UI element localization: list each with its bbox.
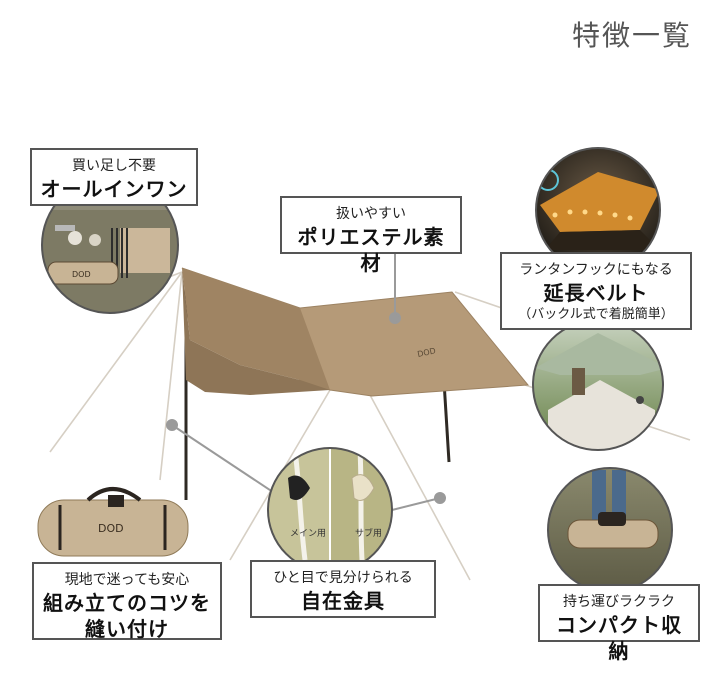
sub-use-label: サブ用 — [355, 527, 382, 539]
night-lantern-photo — [536, 148, 660, 272]
callout-compact: 持ち運びラクラク コンパクト収納 — [538, 584, 700, 663]
carry-bag-photo — [548, 468, 672, 592]
callout-fittings: ひと目で見分けられる 自在金具 — [250, 560, 436, 618]
callout-belt-note: （バックル式で着脱簡単） — [518, 307, 674, 322]
callout-polyester-sub: 扱いやすい — [336, 206, 406, 222]
callout-belt-sub: ランタンフックにもなる — [519, 262, 673, 278]
callout-polyester-main: ポリエステル素材 — [297, 225, 445, 275]
callout-all-in-one-main: オールインワン — [40, 177, 188, 201]
storage-bag: DOD — [37, 487, 189, 557]
hexa-tarp: DOD — [181, 267, 529, 397]
callout-polyester: 扱いやすい ポリエステル素材 — [280, 196, 462, 275]
callout-extension-belt: ランタンフックにもなる 延長ベルト （バックル式で着脱簡単） — [500, 252, 692, 330]
callout-compact-main: コンパクト収納 — [556, 613, 682, 663]
main-use-label: メイン用 — [290, 528, 326, 539]
svg-text:DOD: DOD — [72, 270, 91, 279]
svg-text:DOD: DOD — [417, 346, 437, 359]
daytime-tent-photo — [533, 320, 663, 450]
fittings-photo: メイン用 サブ用 — [268, 448, 392, 572]
page-title: 特徴一覧 — [571, 19, 692, 52]
callout-sewn-tips-main-1: 組み立てのコツを — [43, 591, 211, 615]
callout-belt-main: 延長ベルト — [543, 281, 649, 305]
callout-pointers — [166, 252, 446, 511]
callout-sewn-tips-main-2: 縫い付け — [85, 617, 169, 641]
callout-all-in-one-sub: 買い足し不要 — [72, 158, 156, 174]
callout-fittings-main: 自在金具 — [301, 589, 385, 613]
callout-sewn-tips-sub: 現地で迷っても安心 — [64, 572, 190, 588]
callout-all-in-one: 買い足し不要 オールインワン — [30, 148, 198, 206]
bag-logo: DOD — [98, 522, 124, 535]
callout-fittings-sub: ひと目で見分けられる — [273, 570, 413, 586]
callout-sewn-tips: 現地で迷っても安心 組み立てのコツを 縫い付け — [32, 562, 222, 641]
callout-compact-sub: 持ち運びラクラク — [563, 594, 675, 610]
